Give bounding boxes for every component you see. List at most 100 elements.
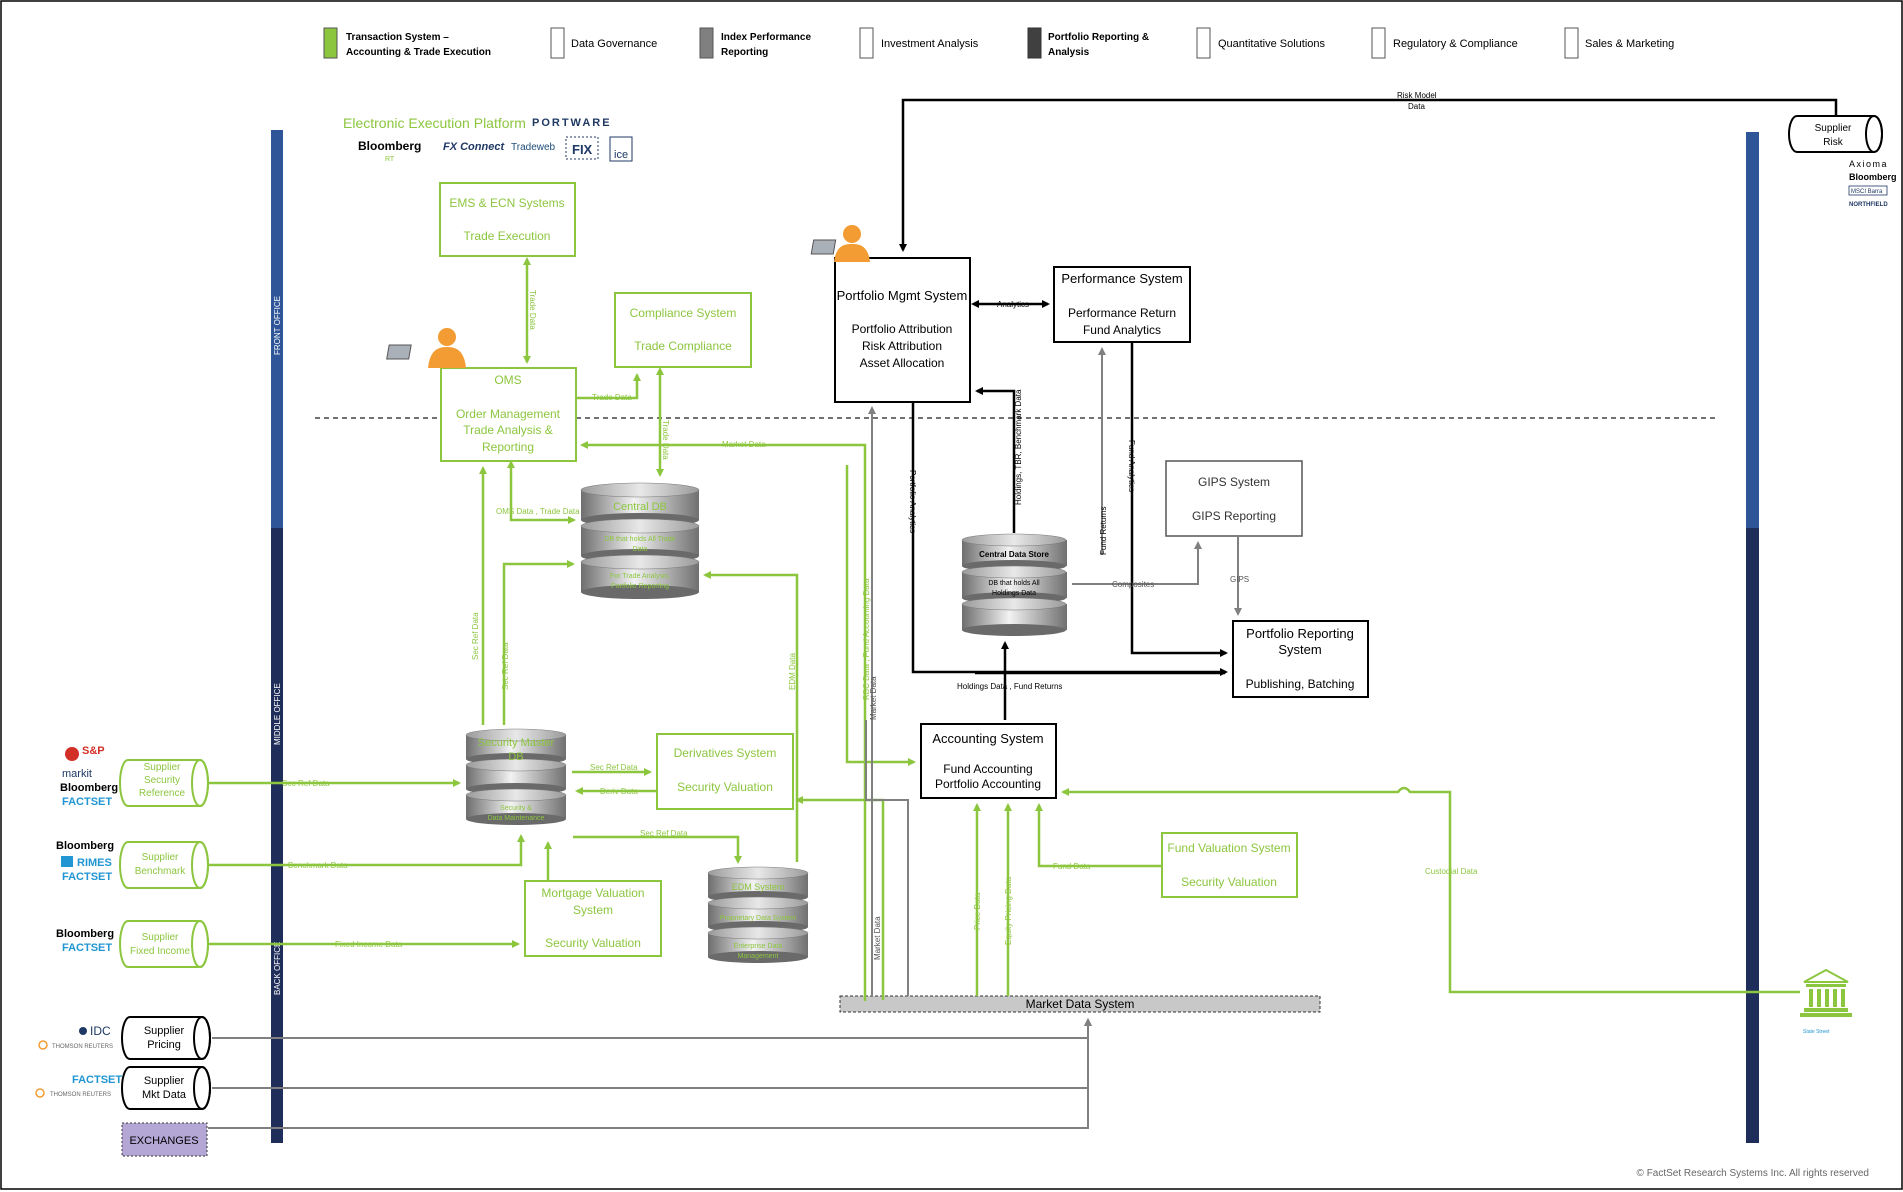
sp-logo: S&P bbox=[82, 745, 105, 757]
factset-logo: FACTSET bbox=[62, 871, 112, 883]
green-connectors bbox=[208, 257, 1800, 1001]
right-bar-top bbox=[1746, 132, 1759, 528]
edm-db[interactable]: EDM System Proprietary Data System Enter… bbox=[707, 866, 809, 963]
fund-valuation-title: Fund Valuation System bbox=[1167, 841, 1290, 855]
northfield-logo: NORTHFIELD bbox=[1849, 202, 1888, 208]
db-label: DB that holds All Trade bbox=[604, 536, 675, 543]
supplier-label: Fixed Income bbox=[130, 946, 190, 957]
ems-title: EMS & ECN Systems bbox=[449, 196, 564, 210]
flow-label: Benchmark Data bbox=[288, 861, 348, 870]
pms-line: Risk Attribution bbox=[862, 339, 942, 353]
mortgage-title: Mortgage Valuation bbox=[541, 886, 644, 900]
oms-line: Order Management bbox=[456, 407, 561, 421]
prs-title: System bbox=[1278, 642, 1321, 657]
ice-logo-box bbox=[609, 136, 633, 162]
oms-box[interactable]: OMS Order Management Trade Analysis & Re… bbox=[440, 367, 577, 462]
legend: Transaction System – Accounting & Trade … bbox=[323, 27, 1674, 59]
legend-item-index-performance[interactable]: Index Performance Reporting bbox=[699, 27, 811, 59]
flow-label: Trade Data bbox=[528, 290, 537, 330]
db-label: Holdings Data bbox=[992, 590, 1036, 597]
legend-item-quant[interactable]: Quantitative Solutions bbox=[1196, 27, 1326, 59]
derivatives-title: Derivatives System bbox=[674, 746, 777, 760]
central-db[interactable]: Central DB DB that holds All Trade Data … bbox=[580, 482, 700, 599]
exchanges-box[interactable]: EXCHANGES bbox=[121, 1122, 208, 1157]
legend-swatch bbox=[699, 27, 714, 59]
flow-label: Fund Data bbox=[1053, 862, 1091, 871]
legend-label: Portfolio Reporting & bbox=[1048, 32, 1149, 43]
flow-label: Fund Returns bbox=[1099, 507, 1108, 555]
market-data-system[interactable]: Market Data System bbox=[839, 995, 1321, 1013]
security-master-db[interactable]: Security Master DB Security & Data Maint… bbox=[465, 728, 567, 825]
supplier-mkt-data[interactable]: Supplier Mkt Data bbox=[121, 1066, 211, 1110]
ems-box[interactable]: EMS & ECN Systems Trade Execution bbox=[439, 182, 576, 257]
mortgage-box[interactable]: Mortgage Valuation System Security Valua… bbox=[524, 880, 662, 957]
legend-item-sales[interactable]: Sales & Marketing bbox=[1564, 27, 1674, 59]
derivatives-box[interactable]: Derivatives System Security Valuation bbox=[656, 733, 794, 810]
gips-body: GIPS Reporting bbox=[1192, 509, 1276, 523]
front-office-label: FRONT OFFICE bbox=[273, 296, 282, 355]
flow-label: Sec Ref Data bbox=[501, 642, 510, 690]
legend-label: Investment Analysis bbox=[881, 38, 979, 50]
legend-swatch bbox=[323, 27, 338, 59]
central-data-store[interactable]: Central Data Store DB that holds All Hol… bbox=[961, 533, 1067, 636]
pms-line: Portfolio Attribution bbox=[852, 322, 953, 336]
supplier-label: Security bbox=[144, 775, 180, 786]
flow-label: Price Data bbox=[973, 892, 982, 930]
legend-item-portfolio-reporting[interactable]: Portfolio Reporting & Analysis bbox=[1027, 27, 1149, 59]
legend-swatch bbox=[1196, 27, 1211, 59]
performance-box[interactable]: Performance System Performance Return Fu… bbox=[1053, 266, 1191, 343]
flow-label: Sec Ref Data bbox=[640, 829, 688, 838]
performance-line: Fund Analytics bbox=[1083, 323, 1161, 337]
flow-label: Sec Ref Data bbox=[282, 779, 330, 788]
flow-label: EDM Data bbox=[788, 653, 797, 690]
pms-line: Asset Allocation bbox=[860, 356, 945, 370]
flow-label: Custodial Data bbox=[1425, 867, 1478, 876]
eep-title: Electronic Execution Platform bbox=[343, 115, 526, 131]
supplier-benchmark[interactable]: Supplier Benchmark bbox=[119, 841, 209, 889]
thomson-logo: THOMSON REUTERS bbox=[50, 1092, 111, 1098]
pms-box[interactable]: Portfolio Mgmt System Portfolio Attribut… bbox=[834, 257, 971, 403]
pms-title: Portfolio Mgmt System bbox=[837, 288, 968, 303]
legend-label: Transaction System – bbox=[346, 32, 449, 43]
accounting-line: Portfolio Accounting bbox=[935, 777, 1041, 791]
mds-title: Market Data System bbox=[1026, 997, 1135, 1011]
middle-office-label: MIDDLE OFFICE bbox=[273, 683, 282, 745]
bloomberg-logo: Bloomberg bbox=[56, 928, 114, 940]
supplier-risk[interactable]: Supplier Risk bbox=[1788, 115, 1883, 153]
supplier-label: Supplier bbox=[144, 762, 181, 773]
legend-item-investment-analysis[interactable]: Investment Analysis bbox=[859, 27, 979, 59]
legend-label: Sales & Marketing bbox=[1585, 38, 1674, 50]
gips-box[interactable]: GIPS System GIPS Reporting bbox=[1165, 460, 1303, 537]
fund-valuation-box[interactable]: Fund Valuation System Security Valuation bbox=[1161, 832, 1298, 898]
mortgage-body: Security Valuation bbox=[545, 936, 641, 950]
compliance-box[interactable]: Compliance System Trade Compliance bbox=[614, 292, 752, 368]
legend-item-transaction[interactable]: Transaction System – Accounting & Trade … bbox=[323, 27, 491, 59]
accounting-box[interactable]: Accounting System Fund Accounting Portfo… bbox=[920, 723, 1057, 799]
compliance-title: Compliance System bbox=[630, 306, 737, 320]
derivatives-body: Security Valuation bbox=[677, 780, 773, 794]
prs-body: Publishing, Batching bbox=[1246, 677, 1355, 691]
db-label: DB that holds All bbox=[988, 580, 1040, 587]
flow-label: Analytics bbox=[997, 300, 1029, 309]
accounting-title: Accounting System bbox=[932, 731, 1043, 746]
flow-label: Sec Ref Data bbox=[590, 763, 638, 772]
gray-connectors bbox=[208, 347, 1242, 1129]
supplier-security-reference[interactable]: Supplier Security Reference bbox=[119, 759, 209, 807]
msci-logo: MSCI Barra bbox=[1851, 189, 1883, 195]
supplier-pricing[interactable]: Supplier Pricing bbox=[121, 1016, 211, 1060]
idc-logo: IDC bbox=[90, 1024, 111, 1038]
legend-item-data-governance[interactable]: Data Governance bbox=[550, 27, 657, 59]
portfolio-reporting-box[interactable]: Portfolio Reporting System Publishing, B… bbox=[1232, 620, 1369, 698]
axioma-logo: Axioma bbox=[1849, 159, 1888, 169]
back-office-label: BACK OFFICE bbox=[273, 942, 282, 995]
db-label: For Trade Analysis, bbox=[610, 573, 670, 580]
msci-logo-box bbox=[1848, 185, 1888, 196]
supplier-fixed-income[interactable]: Supplier Fixed Income bbox=[119, 920, 209, 968]
performance-title: Performance System bbox=[1061, 271, 1182, 286]
oms-line: Trade Analysis & bbox=[463, 423, 553, 437]
copyright-text: © FactSet Research Systems Inc. All righ… bbox=[1637, 1168, 1869, 1179]
legend-item-regulatory[interactable]: Regulatory & Compliance bbox=[1371, 27, 1518, 59]
idc-icon bbox=[79, 1027, 87, 1035]
flow-label: Portfolio Analytics bbox=[908, 470, 917, 533]
